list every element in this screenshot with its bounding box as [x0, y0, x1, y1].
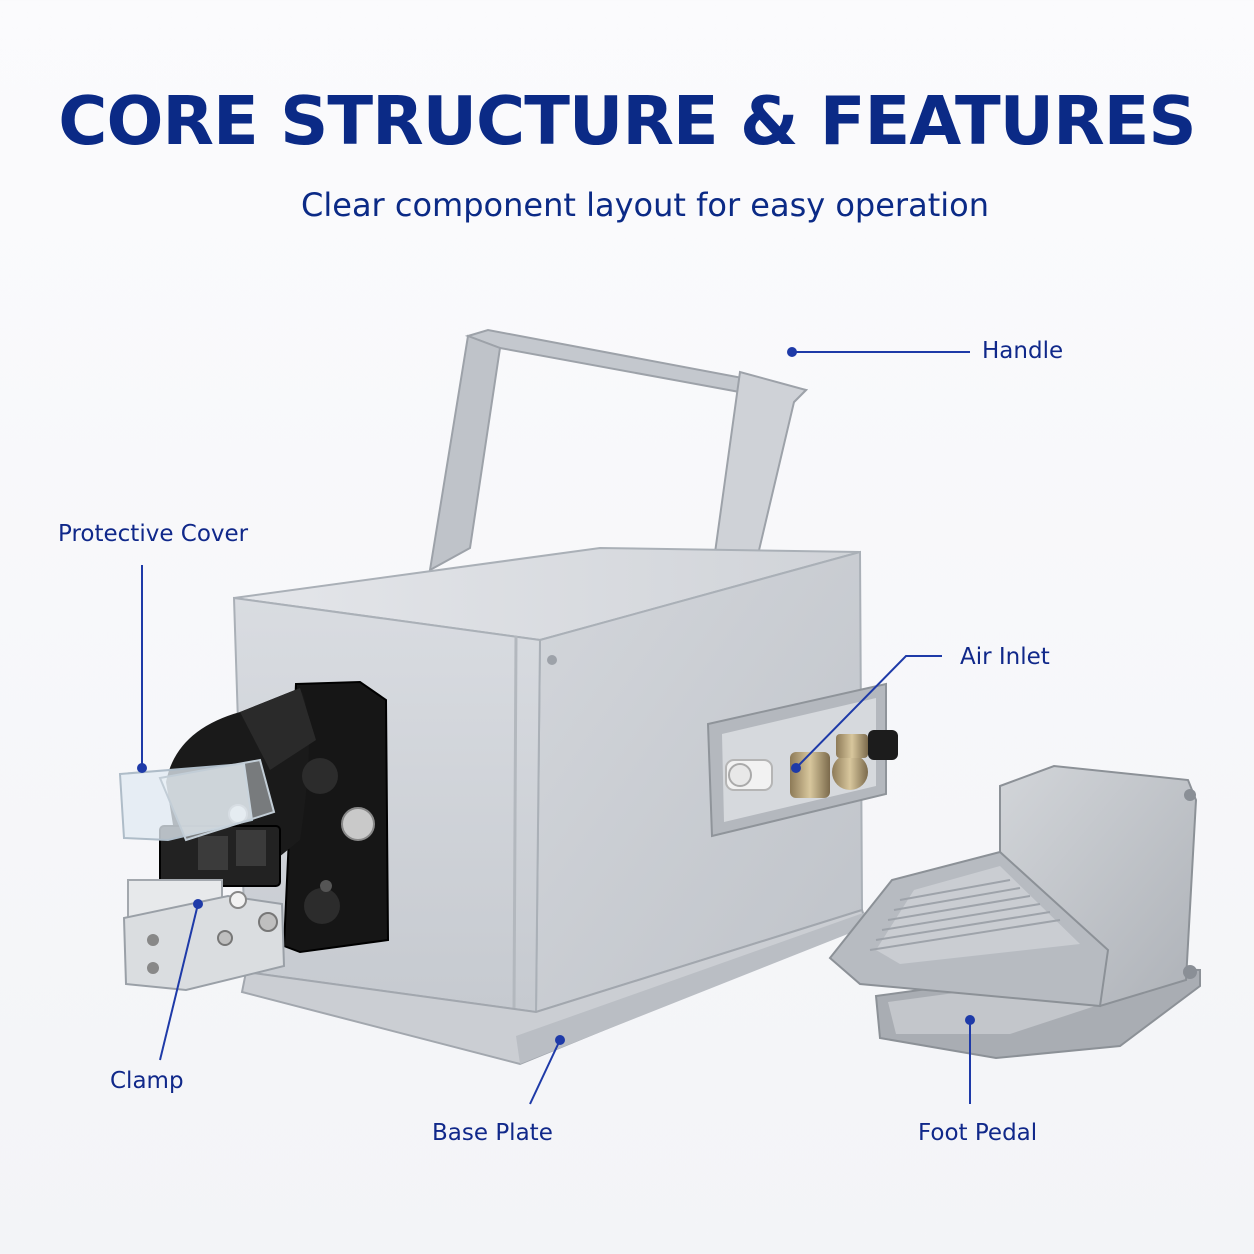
protective-cover-dot [137, 763, 147, 773]
clamp-leader [159, 903, 199, 1061]
foot-pedal [828, 764, 1201, 1060]
clamp-dot [193, 899, 203, 909]
callout-dots [137, 347, 975, 1045]
page-subtitle: Clear component layout for easy operatio… [301, 186, 989, 224]
foot-pedal-dot [965, 1015, 975, 1025]
base-plate-leader [529, 1039, 561, 1105]
air-inlet-label: Air Inlet [960, 644, 1050, 670]
air-inlet-dot [791, 763, 801, 773]
base-plate-dot [555, 1035, 565, 1045]
base-plate-label: Base Plate [432, 1120, 553, 1146]
clamp-label: Clamp [110, 1068, 184, 1094]
handle-dot [787, 347, 797, 357]
callout-lines [141, 351, 971, 1105]
air-inlet-leader [795, 655, 942, 769]
protective-cover-label: Protective Cover [58, 521, 249, 547]
handle-label: Handle [982, 338, 1064, 364]
crimp-head [118, 680, 390, 992]
air-inlet-panel [706, 682, 898, 838]
page-title: CORE STRUCTURE & FEATURES [58, 82, 1196, 160]
foot-pedal-label: Foot Pedal [918, 1120, 1038, 1146]
